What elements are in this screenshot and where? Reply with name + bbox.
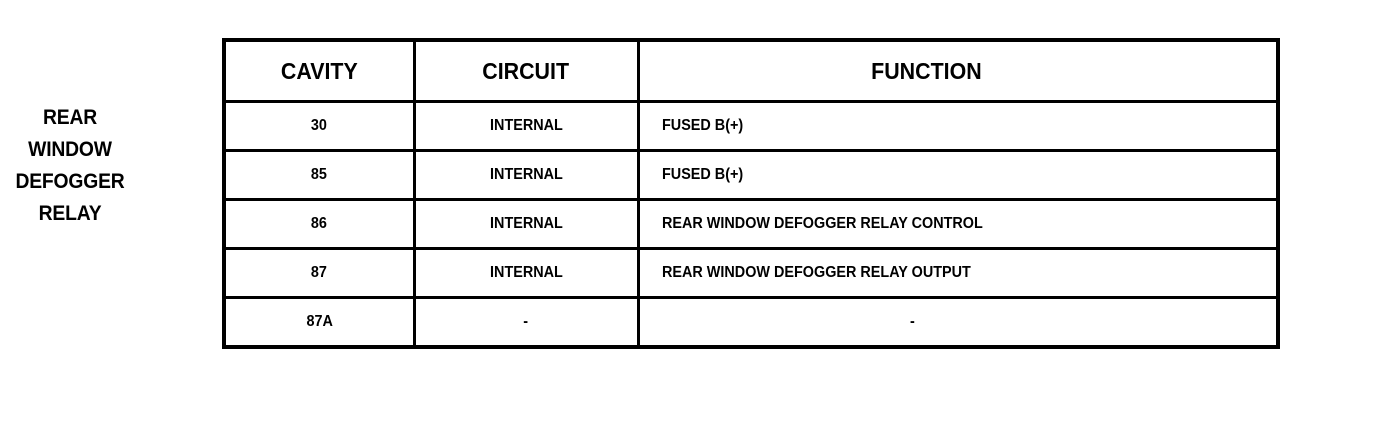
component-label-line-4: RELAY <box>38 202 102 225</box>
column-header-function: FUNCTION <box>636 38 1280 103</box>
table-row: 87 INTERNAL REAR WINDOW DEFOGGER RELAY O… <box>222 247 1280 299</box>
cell-function: FUSED B(+) <box>636 100 1280 152</box>
cell-cavity: 86 <box>222 198 416 250</box>
table-row: 86 INTERNAL REAR WINDOW DEFOGGER RELAY C… <box>222 198 1280 250</box>
component-label: REAR WINDOW DEFOGGER RELAY <box>6 102 135 230</box>
cell-cavity: 30 <box>222 100 416 152</box>
cell-function: FUSED B(+) <box>636 149 1280 201</box>
cell-cavity: 85 <box>222 149 416 201</box>
column-header-circuit: CIRCUIT <box>412 38 640 103</box>
table-header: CAVITY CIRCUIT FUNCTION <box>222 38 1280 103</box>
cell-cavity: 87A <box>222 296 416 349</box>
table-row: 85 INTERNAL FUSED B(+) <box>222 149 1280 201</box>
cell-circuit: INTERNAL <box>412 198 640 250</box>
table-body: 30 INTERNAL FUSED B(+) 85 INTERNAL FUSED… <box>222 100 1280 349</box>
connector-pinout-table: CAVITY CIRCUIT FUNCTION 30 INTERNAL FUSE… <box>222 38 1280 349</box>
table-header-row: CAVITY CIRCUIT FUNCTION <box>222 38 1280 103</box>
cell-circuit: INTERNAL <box>412 149 640 201</box>
cell-cavity: 87 <box>222 247 416 299</box>
table-row: 30 INTERNAL FUSED B(+) <box>222 100 1280 152</box>
cell-circuit: INTERNAL <box>412 247 640 299</box>
cell-function: REAR WINDOW DEFOGGER RELAY OUTPUT <box>636 247 1280 299</box>
table-row: 87A - - <box>222 296 1280 349</box>
column-header-cavity: CAVITY <box>222 38 416 103</box>
component-label-line-2: WINDOW <box>28 138 112 161</box>
cell-circuit: INTERNAL <box>412 100 640 152</box>
cell-function: - <box>636 296 1280 349</box>
component-label-line-1: REAR <box>42 106 98 129</box>
cell-circuit: - <box>412 296 640 349</box>
cell-function: REAR WINDOW DEFOGGER RELAY CONTROL <box>636 198 1280 250</box>
component-label-line-3: DEFOGGER <box>15 170 125 193</box>
